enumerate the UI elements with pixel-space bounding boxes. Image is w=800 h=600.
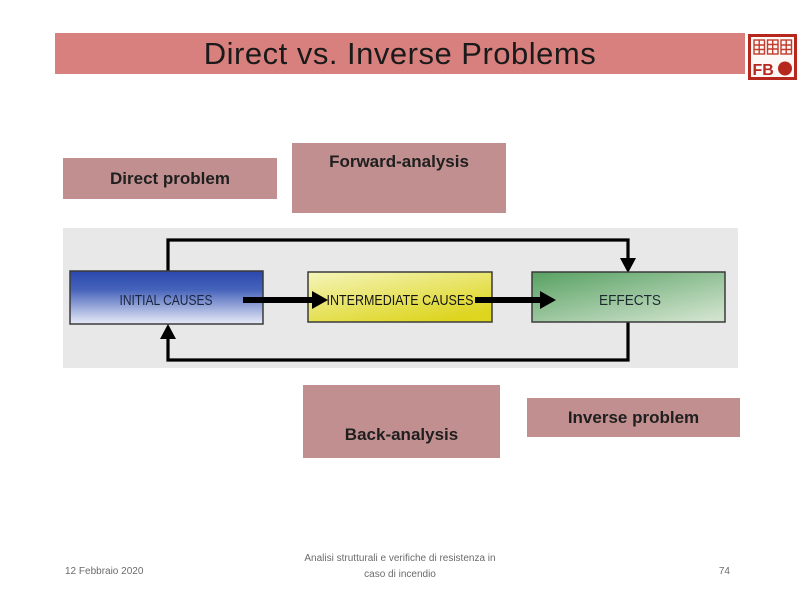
top-feedback-line bbox=[166, 238, 630, 271]
initial-causes-label: INITIAL CAUSES bbox=[120, 292, 213, 309]
bottom-feedback-arrowhead-icon bbox=[160, 324, 176, 339]
label-direct-problem: Direct problem bbox=[63, 158, 277, 199]
label-forward-analysis: Forward-analysis bbox=[292, 143, 506, 213]
intermediate-causes-box bbox=[307, 271, 493, 323]
seal-icon: FB bbox=[748, 34, 797, 80]
label-forward-analysis-text: Forward-analysis bbox=[329, 152, 469, 171]
bottom-feedback-line bbox=[166, 322, 630, 362]
footer-course-line1: Analisi strutturali e verifiche di resis… bbox=[304, 553, 496, 564]
seal-dot bbox=[778, 61, 792, 76]
footer-page-number: 74 bbox=[718, 566, 730, 577]
diagram-panel: INITIAL CAUSES INTERMEDIATE CAUSES EFFEC… bbox=[63, 228, 738, 368]
seal-monogram-text: FB bbox=[753, 62, 774, 79]
seal-glyphs bbox=[753, 39, 793, 55]
label-back-analysis: Back-analysis bbox=[303, 385, 500, 458]
forward-arrow-1-head-icon bbox=[312, 291, 328, 309]
title-bar: Direct vs. Inverse Problems bbox=[55, 33, 745, 74]
footer-course-line2: caso di incendio bbox=[364, 569, 436, 580]
slide-title: Direct vs. Inverse Problems bbox=[203, 35, 597, 71]
initial-causes-box bbox=[69, 270, 264, 325]
forward-arrow-2-head-icon bbox=[540, 291, 556, 309]
flow-diagram: INITIAL CAUSES INTERMEDIATE CAUSES EFFEC… bbox=[69, 238, 726, 362]
label-direct-problem-text: Direct problem bbox=[110, 168, 230, 188]
footer-course-title: Analisi strutturali e verifiche di resis… bbox=[200, 551, 600, 583]
footer-date: 12 Febbraio 2020 bbox=[65, 566, 144, 577]
effects-label: EFFECTS bbox=[599, 292, 661, 309]
intermediate-causes-label: INTERMEDIATE CAUSES bbox=[327, 292, 474, 309]
top-feedback-arrowhead-icon bbox=[620, 258, 636, 273]
label-inverse-problem-text: Inverse problem bbox=[567, 407, 700, 427]
label-back-analysis-text: Back-analysis bbox=[344, 425, 459, 444]
label-inverse-problem: Inverse problem bbox=[527, 398, 740, 437]
fb-seal-logo: FB bbox=[748, 34, 797, 80]
